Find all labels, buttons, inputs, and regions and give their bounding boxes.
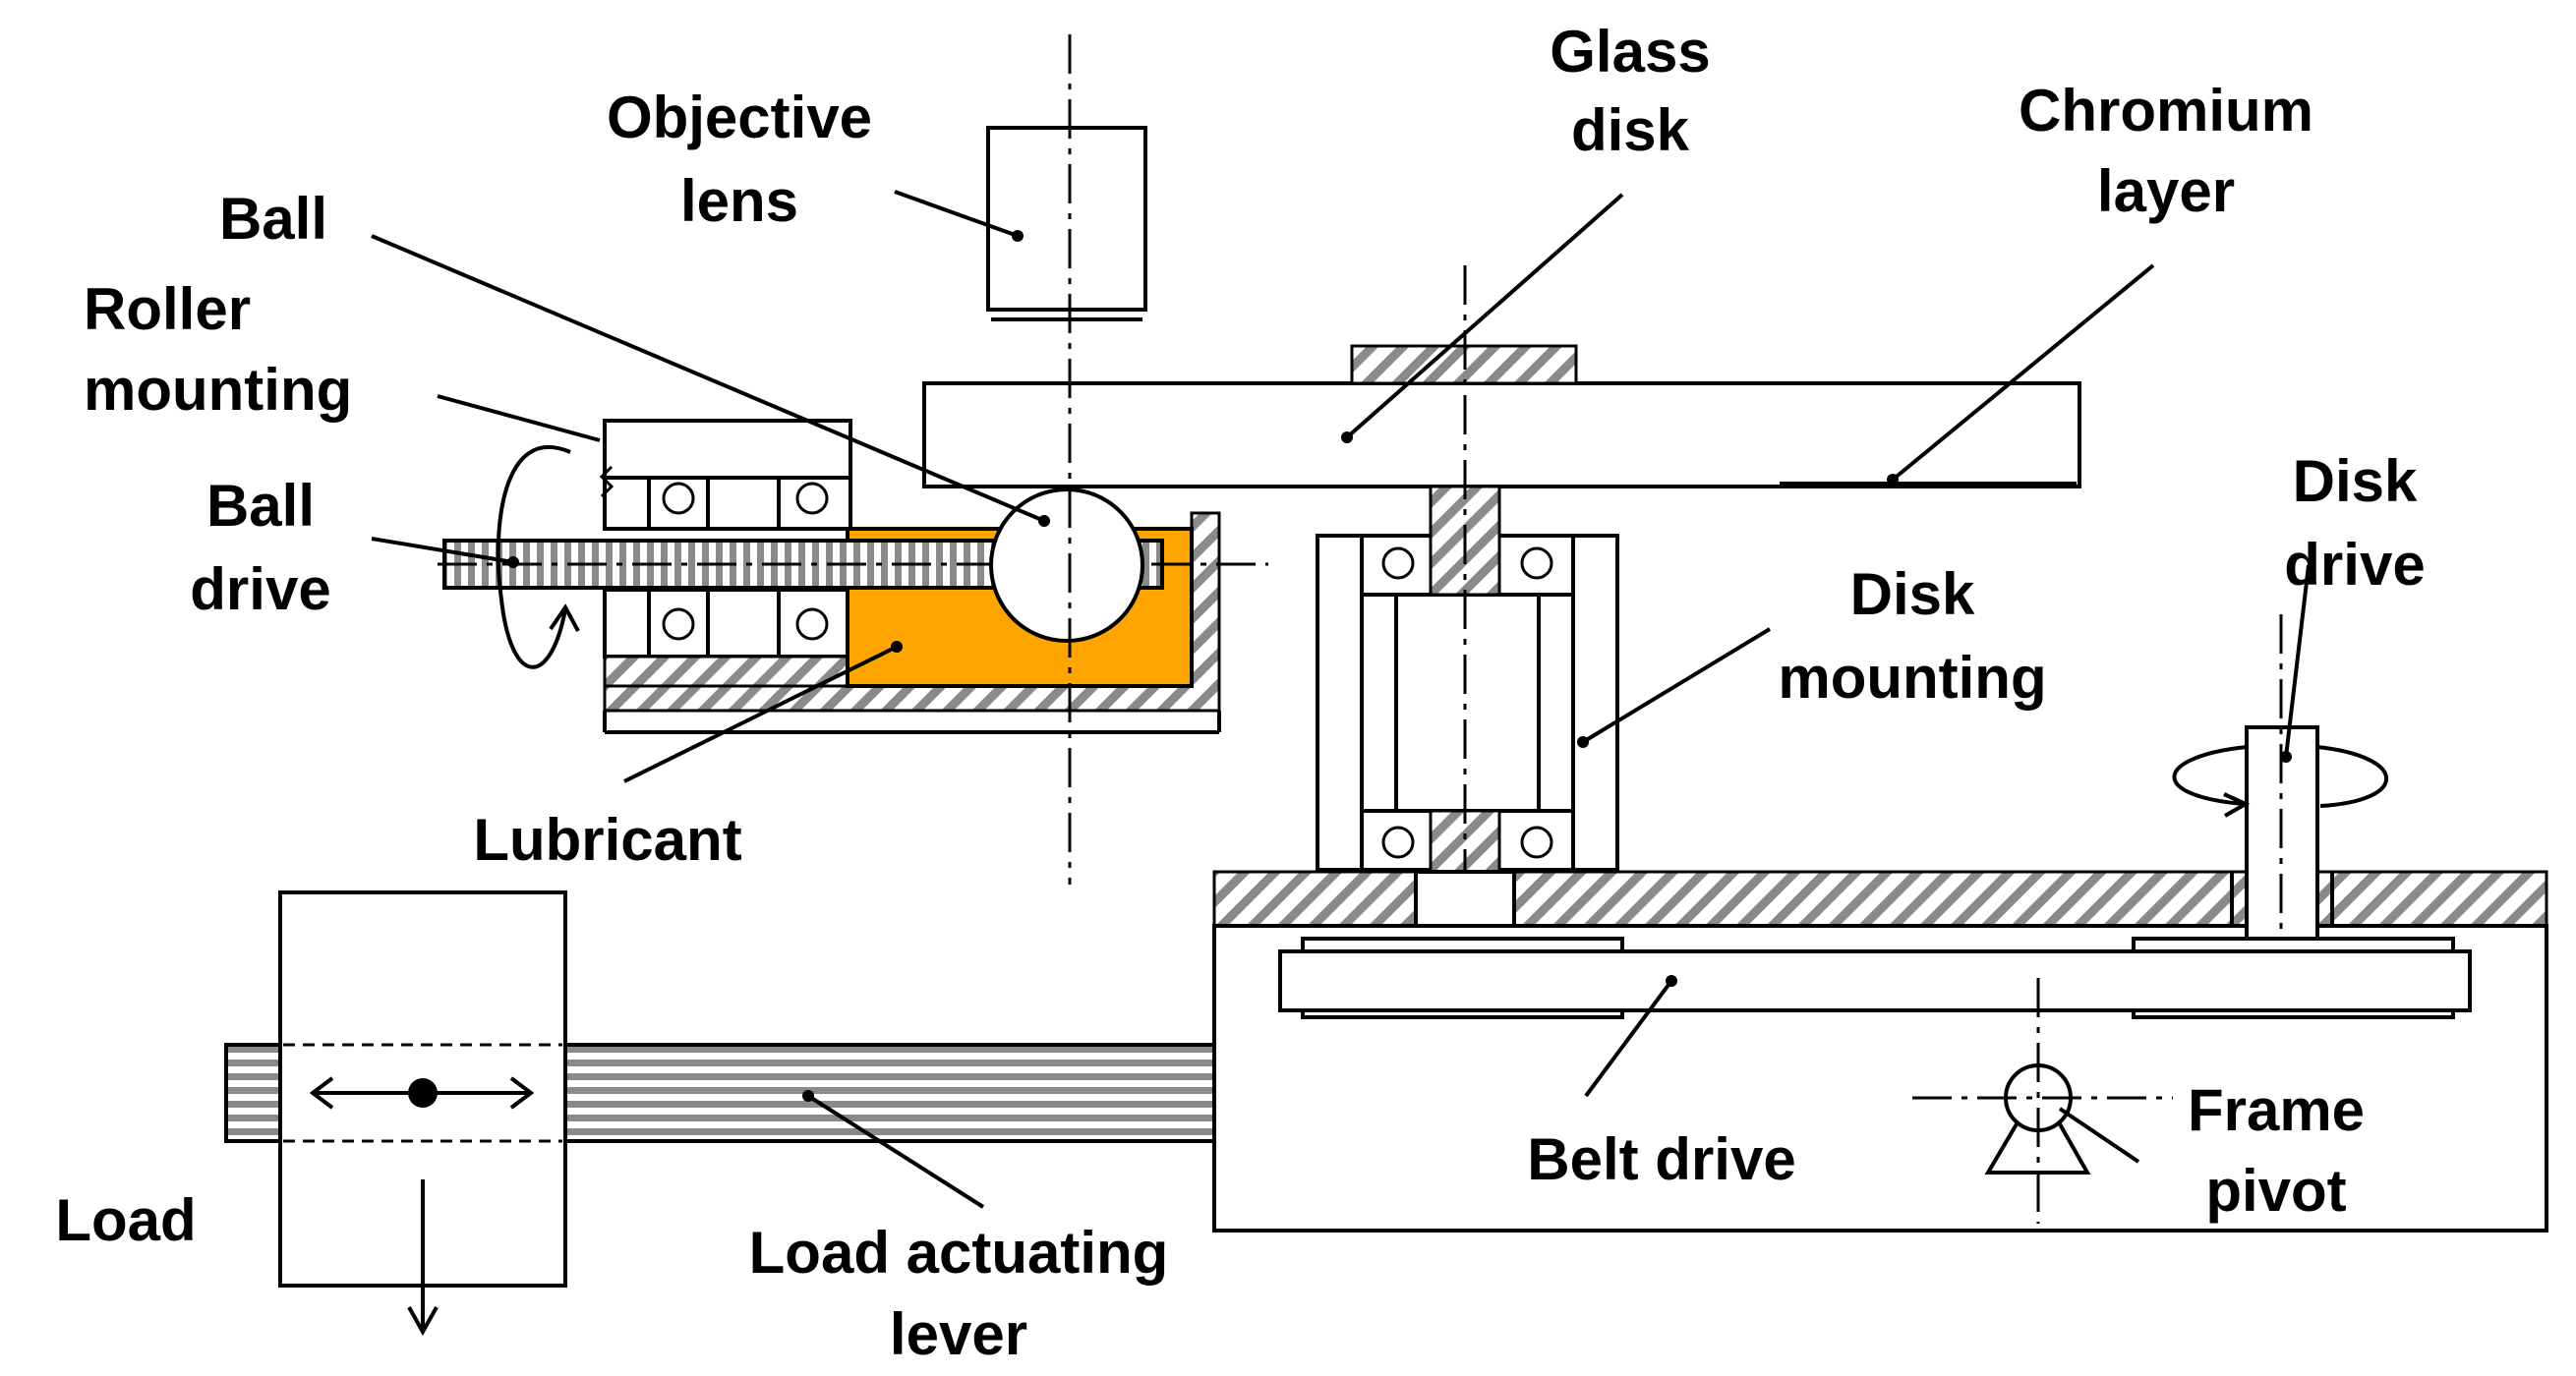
svg-text:Lubricant: Lubricant bbox=[473, 807, 741, 873]
base-frame bbox=[1212, 870, 2548, 1233]
objective-lens bbox=[986, 126, 1147, 321]
svg-text:Load: Load bbox=[55, 1187, 196, 1253]
label-ball-drive: Ball drive bbox=[190, 473, 330, 622]
label-disk-mounting: Disk mounting bbox=[1778, 561, 2046, 711]
frame-pivot bbox=[1912, 978, 2173, 1224]
label-load: Load bbox=[55, 1187, 196, 1253]
label-chromium-layer: Chromium layer bbox=[2019, 78, 2313, 224]
load-weight bbox=[278, 890, 567, 1337]
svg-text:Disk: Disk bbox=[1850, 561, 1975, 627]
ball bbox=[989, 487, 1144, 643]
label-disk-drive: Disk drive bbox=[2284, 448, 2425, 598]
label-frame-pivot: Frame pivot bbox=[2188, 1077, 2365, 1224]
disk-drive-shaft bbox=[2230, 614, 2334, 993]
label-belt-drive: Belt drive bbox=[1527, 1126, 1795, 1192]
svg-text:Glass: Glass bbox=[1550, 19, 1710, 85]
svg-text:Chromium: Chromium bbox=[2019, 78, 2313, 143]
glass-disk bbox=[922, 381, 2081, 488]
belt-drive bbox=[1278, 937, 2472, 1019]
svg-text:pivot: pivot bbox=[2205, 1158, 2346, 1224]
label-load-actuating-lever: Load actuating lever bbox=[749, 1220, 1169, 1367]
svg-text:mounting: mounting bbox=[1778, 645, 2046, 711]
label-lubricant: Lubricant bbox=[473, 807, 741, 873]
label-ball: Ball bbox=[219, 186, 327, 252]
svg-text:Disk: Disk bbox=[2293, 448, 2418, 514]
svg-text:Roller: Roller bbox=[84, 276, 251, 342]
svg-text:Ball: Ball bbox=[206, 473, 315, 539]
svg-text:disk: disk bbox=[1571, 97, 1690, 163]
label-objective-lens: Objective lens bbox=[607, 85, 872, 234]
rotation-arrow-ball-drive bbox=[496, 444, 580, 669]
svg-text:mounting: mounting bbox=[84, 357, 352, 423]
svg-text:drive: drive bbox=[190, 556, 330, 622]
svg-text:Objective: Objective bbox=[607, 85, 872, 150]
svg-text:Belt drive: Belt drive bbox=[1527, 1126, 1795, 1192]
leader-lines bbox=[371, 190, 2311, 1209]
label-roller-mounting: Roller mounting bbox=[84, 276, 352, 423]
svg-text:drive: drive bbox=[2284, 532, 2425, 598]
svg-text:Ball: Ball bbox=[219, 186, 327, 252]
svg-text:Frame: Frame bbox=[2188, 1077, 2365, 1143]
svg-text:lever: lever bbox=[890, 1301, 1027, 1367]
svg-text:Load actuating: Load actuating bbox=[749, 1220, 1169, 1286]
rotation-arrow-disk-drive bbox=[2172, 745, 2389, 818]
svg-text:lens: lens bbox=[680, 168, 798, 234]
svg-text:layer: layer bbox=[2097, 158, 2235, 224]
label-glass-disk: Glass disk bbox=[1550, 19, 1710, 163]
